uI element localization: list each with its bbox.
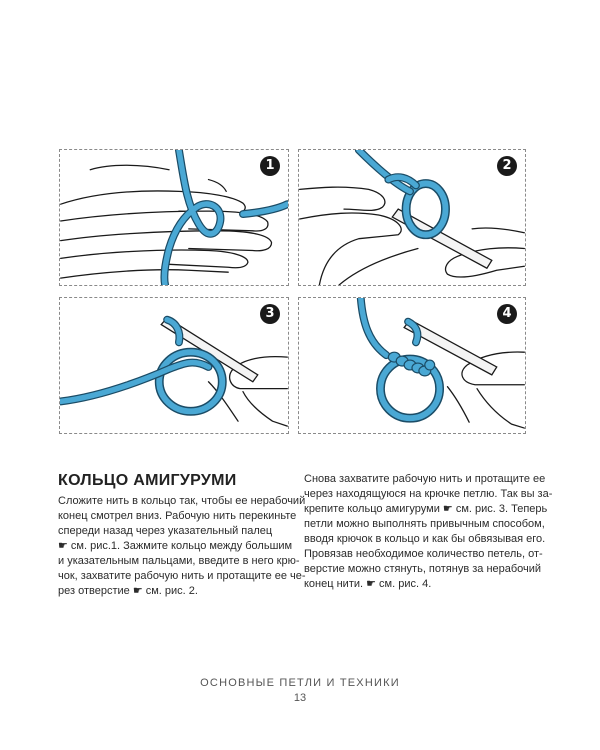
figure-3-illustration	[60, 315, 288, 427]
text-line: Снова захватите рабочую нить и протащите…	[304, 473, 546, 485]
figure-number-badge: 3	[260, 304, 280, 324]
figure-4-illustration	[356, 298, 525, 429]
text-line: через находящуюся на крючке петлю. Так в…	[304, 488, 553, 500]
text-line: Сложите нить в кольцо так, чтобы ее нера…	[58, 495, 306, 507]
figure-number-badge: 4	[497, 304, 517, 324]
text-line: и указательным пальцами, введите в него …	[58, 555, 300, 567]
section-title: КОЛЬЦО АМИГУРУМИ	[58, 472, 237, 489]
figure-4: 4	[298, 297, 526, 434]
figure-2-illustration	[299, 150, 525, 285]
text-line: спереди назад через указательный палец	[58, 525, 273, 537]
figure-number-badge: 2	[497, 156, 517, 176]
left-text-column: Сложите нить в кольцо так, чтобы ее нера…	[58, 494, 306, 599]
text-line: чок, захватите рабочую нить и протащите …	[58, 570, 306, 582]
right-text-column: Снова захватите рабочую нить и протащите…	[304, 472, 553, 592]
text-line: конец нити. ☛ см. рис. 4.	[304, 578, 432, 590]
figure-1-illustration	[60, 150, 288, 285]
text-line: рез отверстие ☛ см. рис. 2.	[58, 585, 198, 597]
figure-1: 1	[59, 149, 289, 286]
text-line: Провязав необходимое количество петель, …	[304, 548, 543, 560]
footer-title: ОСНОВНЫЕ ПЕТЛИ И ТЕХНИКИ	[200, 677, 400, 689]
text-line: крепите кольцо амигуруми ☛ см. рис. 3. Т…	[304, 503, 548, 515]
figure-2: 2	[298, 149, 526, 286]
text-line: петли можно выполнять привычным способом…	[304, 518, 545, 530]
figure-3: 3	[59, 297, 289, 434]
text-line: верстие можно стянуть, потянув за нерабо…	[304, 563, 542, 575]
text-line: ☛ см. рис.1. Зажмите кольцо между больши…	[58, 540, 293, 552]
text-line: конец смотрел вниз. Рабочую нить перекин…	[58, 510, 297, 522]
figure-number-badge: 1	[260, 156, 280, 176]
text-line: вводя крючок в кольцо и как бы обвязывая…	[304, 533, 546, 545]
page-number: 13	[293, 692, 307, 704]
